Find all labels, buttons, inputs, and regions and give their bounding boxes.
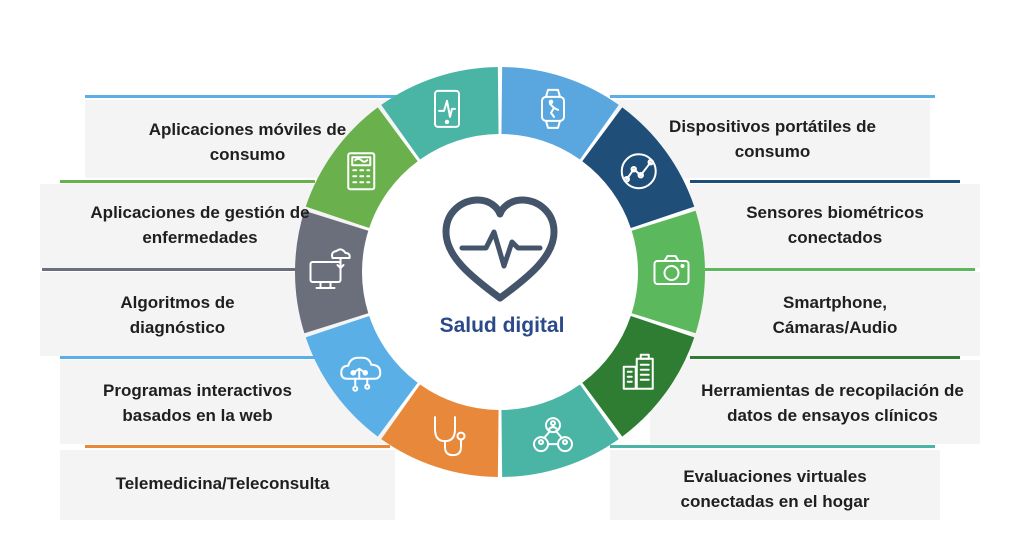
left-rule-3 [60,356,315,359]
tablet-ecg-icon [434,89,461,128]
ring-segment-people-network [501,384,619,477]
left-rule-2 [42,268,297,271]
analytics-chart-icon [620,153,657,190]
stethoscope-icon [434,416,466,457]
right-band-5 [610,450,940,520]
cloud-network-icon [340,356,382,392]
label-smartphone-camaras: Smartphone,Cámaras/Audio [772,293,898,337]
left-rule-1 [60,180,315,183]
right-rule-3 [690,356,960,359]
left-rule-4 [85,445,390,448]
ring-segment-computer-cloud [295,210,369,334]
left-band-5 [60,450,395,520]
computer-cloud-icon [309,248,351,289]
ring-segment-calculator [305,107,418,228]
right-band-4 [650,360,980,444]
right-band-3 [690,272,980,356]
ring-segment-camera [631,210,706,334]
right-rule-2 [705,268,975,271]
heart-pulse-icon [442,196,558,302]
calculator-icon [347,152,376,191]
right-rule-4 [610,445,935,448]
smartwatch-icon [540,88,565,129]
people-network-icon [532,417,573,453]
ring-segment-analytics-chart [582,107,695,228]
right-rule-top [610,95,935,98]
ring-segment-clinical-building [582,316,695,437]
ring-segment-cloud-network [305,316,418,437]
label-telemedicina: Telemedicina/Teleconsulta [115,473,330,493]
ring-segment-smartwatch [501,67,619,160]
ring-segment-tablet-ecg [381,67,499,160]
right-band-2 [690,184,980,268]
camera-icon [653,255,690,285]
right-rule-1 [690,180,960,183]
left-rule-top [85,95,400,98]
center-title: Salud digital [439,314,565,337]
ring-segment-stethoscope [381,384,499,477]
clinical-building-icon [622,353,654,390]
